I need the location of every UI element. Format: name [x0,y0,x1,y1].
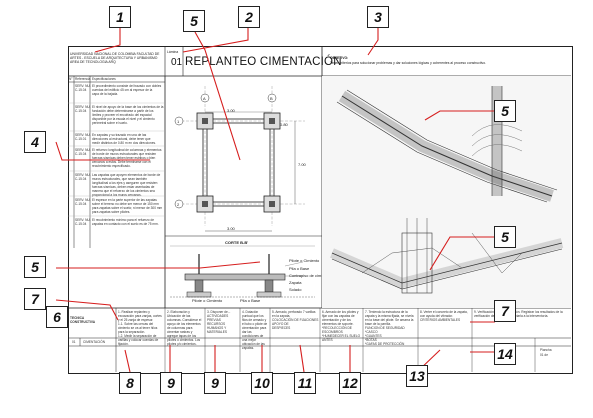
callout-1: 1 [109,6,131,28]
spec-ref: SERV. NU. C-15.04 [75,148,91,156]
callout-13: 13 [406,365,428,387]
sheet-number: 01 [171,57,183,68]
table-header-specs: Especificaciones [92,77,116,81]
callout-9-b: 9 [204,372,226,394]
callout-6: 6 [46,306,68,328]
step-text: 5. Armado, perforado 7 varillas en la za… [272,310,319,330]
step-text: 7. Teniendo la estructura de la zapata y… [365,310,414,346]
table-header-reference: Referencia [75,77,91,81]
section-label: Zapata [289,280,302,285]
dimension-label: 3.00 [227,226,235,231]
spec-ref: SERV. NU. C-15.04 [75,84,91,92]
step-text: 6. Armado de los pilotes y fijar con las… [322,310,361,342]
plan-label: Pilote o Cimiento [192,298,223,303]
step-text: 3. Disponer de... ACTIVIDADES PREVIAS RE… [207,310,231,334]
section-label: Pila o Base [289,266,310,271]
spec-text: El nivel de apoyo de la base de los cimi… [92,105,164,125]
spec-ref: SERV. NU. C-15.04 [75,218,91,226]
axis-label: 2 [177,202,180,207]
callout-9-a: 9 [160,372,182,394]
sheet-label: Lámina [167,50,179,54]
callout-7-left: 7 [24,288,46,310]
foundation-section [170,245,315,298]
callout-4: 4 [24,131,46,153]
callout-5-render-top: 5 [494,100,516,122]
callout-7-right: 7 [494,300,516,322]
spec-ref: SERV. NU. C-15.04 [75,173,91,181]
step-text: 8. Verter el concreto de la zapata, con … [420,310,468,322]
rebar-render-top [322,76,571,213]
dimension-label: 0.80 [280,122,288,127]
step-text: 4. Dotación puntual que los filos de arm… [242,310,268,350]
spec-ref: SERV. NU. C-15.04 [75,105,91,113]
table-header-number: N° [69,77,73,81]
callout-5-section: 5 [24,256,46,278]
step-text: 9. Verificación de la cimentación. Regis… [474,310,563,318]
rebar-render-bottom [322,213,571,308]
step-text: 1. Realizar replanteo y excavación para … [118,310,162,346]
callout-5-render-bottom: 5 [494,226,516,248]
objective-text: Tener criterios para solucionar problema… [330,61,487,65]
spec-text: El procedimiento consiste del trazado co… [92,84,162,96]
axis-label: 1 [177,119,180,124]
plan-label: Pila o Base [240,298,261,303]
technique-label: TECNICA CONSTRUCTIVA [70,316,96,324]
section-label: Contrapiso de cimientos [289,273,332,278]
step-text: 2. Elaboración y Ubicación de las column… [167,310,202,346]
dimension-label: 3.00 [227,108,235,113]
objective-label: OBJETIVO: [330,56,349,60]
callout-2: 2 [238,6,260,28]
callout-11: 11 [294,372,316,394]
plate-value: 01 de [540,353,548,357]
callout-8: 8 [119,372,141,394]
dimension-label: 7.00 [298,162,306,167]
row-label: CIMENTACIÓN [83,340,106,344]
section-label: Pilote o Cimiento [289,258,320,263]
section-label: Solado [289,287,302,292]
callout-14: 14 [494,343,516,365]
row-number: 01 [72,340,76,344]
spec-text: En zapatas y su trazado en una de las di… [92,133,156,145]
spec-text: El recubrimiento mínimo para el refuerzo… [92,218,159,226]
spec-text: El espesor en la parte superior de las z… [92,198,163,214]
axis-label: A [203,96,206,101]
callout-12: 12 [339,372,361,394]
spec-text: El refuerzo longitudinal de columnas y e… [92,148,162,168]
callout-10: 10 [251,372,273,394]
spec-ref: SERV. NU. C-15.04 [75,198,91,206]
foundation-plan [174,86,305,232]
page-title: REPLANTEO CIMENTACIÓN [185,56,342,68]
section-title: CORTE B-B' [225,240,249,245]
university-header: UNIVERSIDAD NACIONAL DE COLOMBIA FACULTA… [70,52,160,65]
callout-5-plan: 5 [183,10,205,32]
axis-label: B [270,96,273,101]
callout-3: 3 [367,6,389,28]
spec-text: Las zapatas que apoyen elementos de bord… [92,173,161,197]
plate-label: Plancha [540,348,552,352]
spec-ref: SERV. NU. C-15.01 [75,133,91,141]
